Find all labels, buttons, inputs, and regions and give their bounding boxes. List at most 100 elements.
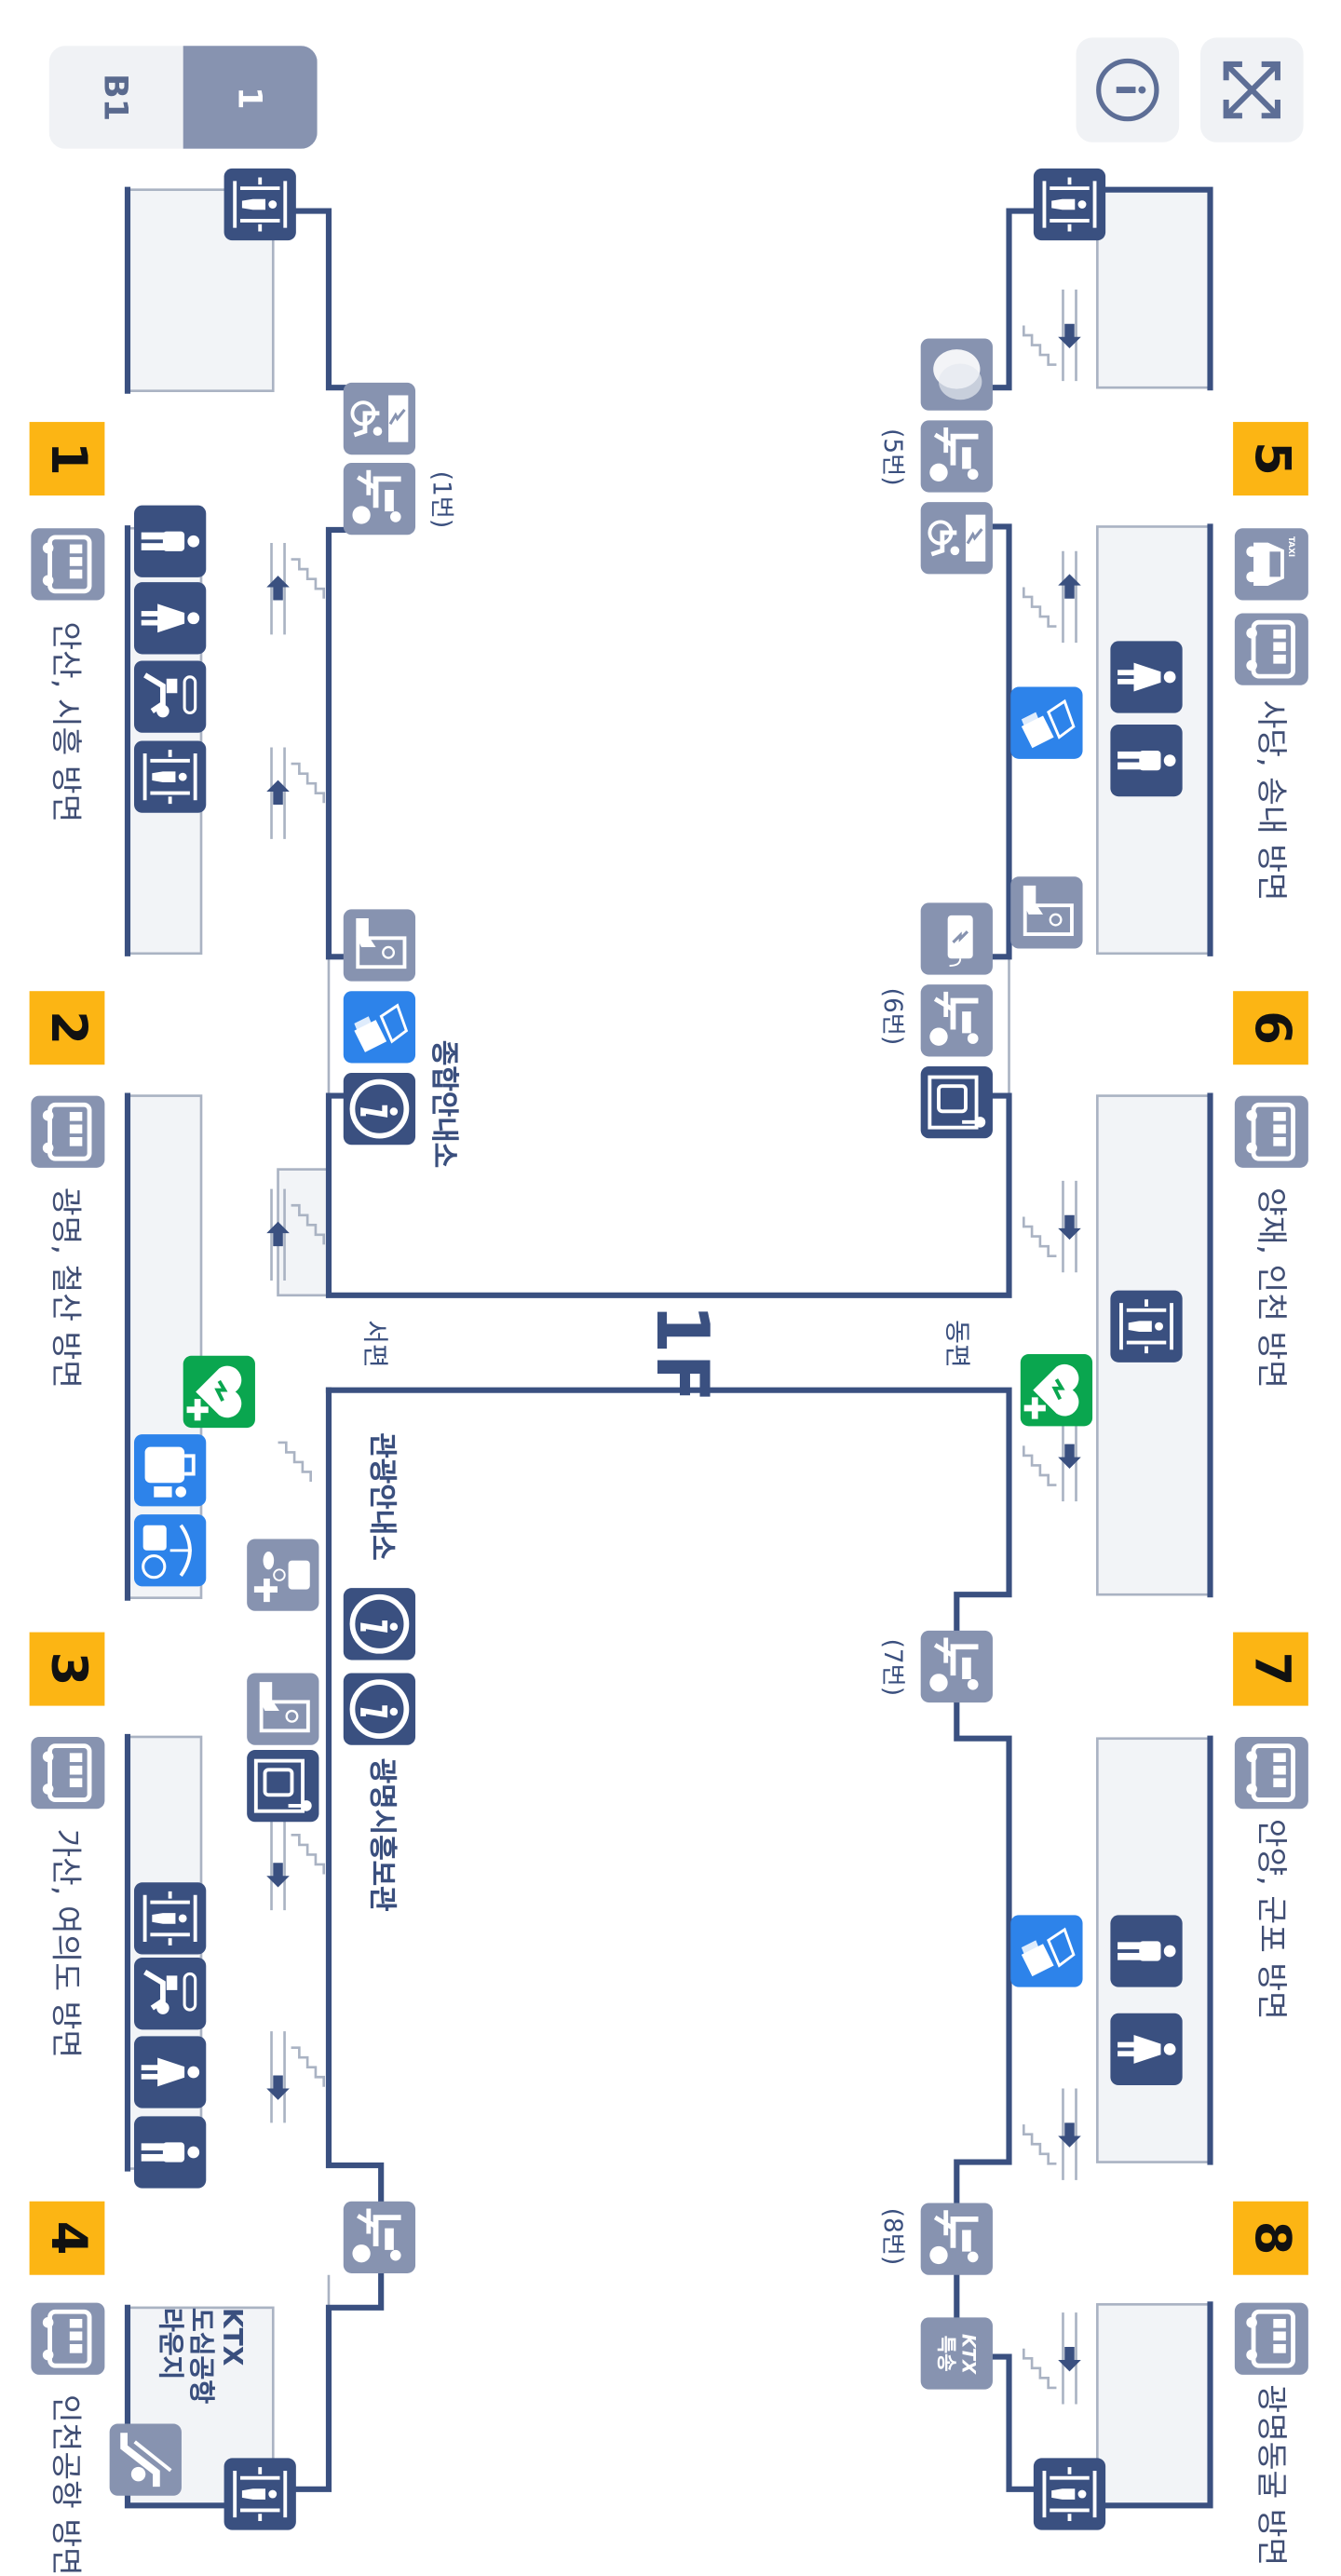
floor-b1-button[interactable]: B1 [48, 46, 183, 149]
bus-icon[interactable] [31, 1095, 105, 1168]
atm-icon[interactable] [1010, 876, 1083, 949]
floor-1-label: 1 [230, 86, 270, 109]
east-side-label: 동편 [941, 1320, 973, 1368]
wheelchair-lift-icon[interactable] [920, 984, 993, 1057]
exit-8-passage [1096, 2303, 1212, 2507]
west-side-label: 서편 [359, 1320, 391, 1368]
gm-information-icon[interactable] [343, 1673, 416, 1745]
exit-2-direction: 광명, 철산 방면 [47, 1186, 84, 1389]
mens-restroom-icon[interactable] [1110, 1915, 1183, 1987]
exit-5-badge: 5 [1233, 422, 1308, 496]
general-info-label: 종합안내소 [427, 1039, 460, 1169]
atm-icon[interactable] [247, 1673, 319, 1745]
exit-7-badge: 7 [1233, 1632, 1308, 1706]
mens-restroom-icon[interactable] [134, 505, 207, 577]
elevator-icon[interactable] [1110, 1290, 1183, 1363]
womens-restroom-icon[interactable] [1110, 2013, 1183, 2086]
wheelchair-lift-icon[interactable] [343, 462, 416, 536]
exit-2-passage [126, 1094, 203, 1600]
ticket-machine-icon[interactable] [1010, 1915, 1083, 1987]
information-center-icon[interactable] [343, 1073, 416, 1146]
exit-3-direction: 가산, 여의도 방면 [47, 1828, 84, 2059]
exit-6-badge: 6 [1233, 991, 1308, 1065]
locker-icon[interactable] [920, 1065, 993, 1139]
exit-5-direction: 사당, 송내 방면 [1253, 699, 1289, 902]
nursing-room-icon[interactable] [134, 660, 207, 733]
ticket-machine-icon[interactable] [343, 991, 416, 1064]
exit-4-direction: 인천공항 방면 [47, 2393, 84, 2576]
exit-1-ref-label: (1번) [427, 470, 456, 529]
wheelchair-lift-icon[interactable] [920, 1630, 993, 1703]
exit-8-ref-label: (8번) [878, 2207, 908, 2266]
exit-4-badge: 4 [29, 2201, 105, 2275]
ticket-machine-icon[interactable] [1010, 686, 1083, 759]
info-button[interactable] [1076, 37, 1180, 142]
atm-icon[interactable] [343, 909, 416, 982]
exit-2-badge: 2 [29, 991, 105, 1065]
info-icon [1096, 58, 1159, 122]
pharmacy-icon[interactable] [247, 1539, 319, 1611]
elevator-icon[interactable] [1033, 168, 1106, 241]
bus-icon[interactable] [1234, 613, 1308, 685]
lost-and-found-icon[interactable] [134, 1514, 207, 1587]
ktx-lounge-line-2: 도심공항 [186, 2307, 218, 2405]
ktx-city-airport-lounge[interactable]: KTX 도심공항 라운지 [128, 2308, 273, 2414]
mens-restroom-icon[interactable] [134, 2116, 207, 2189]
tourist-info-label: 관광안내소 [364, 1432, 398, 1561]
exit-7-ref-label: (7번) [878, 1638, 908, 1697]
luggage-storage-icon[interactable] [134, 1434, 207, 1507]
bus-icon[interactable] [1234, 1095, 1308, 1168]
wheelchair-charger-icon[interactable] [920, 502, 993, 575]
wheelchair-lift-icon[interactable] [920, 2203, 993, 2275]
aed-icon[interactable] [183, 1355, 255, 1429]
aed-icon[interactable] [1020, 1354, 1093, 1427]
gm-info-label: 광명시흥보관 [364, 1757, 398, 1912]
mens-restroom-icon[interactable] [1110, 724, 1183, 797]
taxi-label: TAXI [1285, 536, 1295, 558]
locker-icon[interactable] [247, 1750, 319, 1823]
bus-icon[interactable] [1234, 1736, 1308, 1810]
phone-charger-icon[interactable] [920, 902, 993, 975]
wheelchair-lift-icon[interactable] [920, 420, 993, 493]
elevator-icon[interactable] [134, 1882, 207, 1955]
exit-8-badge: 8 [1233, 2201, 1308, 2275]
elevator-icon[interactable] [224, 2458, 296, 2530]
exit-7-direction: 안양, 군포 방면 [1253, 1818, 1289, 2020]
floor-b1-label: B1 [96, 73, 136, 122]
floor-label: 1F [639, 1303, 724, 1403]
womens-restroom-icon[interactable] [134, 2036, 207, 2108]
ktx-lounge-line-3: 라운지 [155, 2307, 187, 2380]
elevator-icon[interactable] [134, 740, 207, 813]
bus-icon[interactable] [31, 2302, 105, 2375]
exit-6-ref-label: (6번) [878, 987, 908, 1046]
exit-8-direction: 광명동굴 방면 [1253, 2384, 1289, 2567]
ktx-express-delivery-icon[interactable]: KTX 특송 [920, 2317, 993, 2390]
exit-5-ref-label: (5번) [878, 428, 908, 486]
exit-1-badge: 1 [29, 422, 105, 496]
expand-icon [1223, 61, 1280, 119]
ktx-logo-text: KTX [957, 2333, 980, 2374]
ktx-lounge-line-1: KTX [217, 2307, 249, 2366]
taxi-icon[interactable]: TAXI [1234, 528, 1308, 601]
fullscreen-button[interactable] [1199, 37, 1304, 142]
exit-3-badge: 3 [29, 1632, 105, 1706]
corridor-walls [124, 186, 1213, 2509]
floor-selector: B1 1 [48, 46, 318, 149]
exit-5-upper-passage [1096, 188, 1212, 389]
tourist-information-icon[interactable] [343, 1588, 416, 1661]
wheelchair-lift-icon[interactable] [343, 2201, 416, 2273]
rest-area-icon[interactable] [920, 338, 993, 411]
exit-6-direction: 양재, 인천 방면 [1253, 1186, 1289, 1389]
bus-icon[interactable] [31, 1736, 105, 1810]
wheelchair-charger-icon[interactable] [343, 382, 416, 455]
ktx-express-label: 특송 [934, 2335, 958, 2372]
bus-icon[interactable] [31, 528, 105, 601]
womens-restroom-icon[interactable] [134, 582, 207, 655]
elevator-icon[interactable] [1033, 2458, 1106, 2530]
floor-1-button[interactable]: 1 [183, 46, 318, 149]
womens-restroom-icon[interactable] [1110, 641, 1183, 713]
nursing-room-icon[interactable] [134, 1958, 207, 2030]
elevator-icon[interactable] [224, 168, 296, 241]
bus-icon[interactable] [1234, 2302, 1308, 2375]
escalator-icon[interactable] [109, 2423, 182, 2496]
